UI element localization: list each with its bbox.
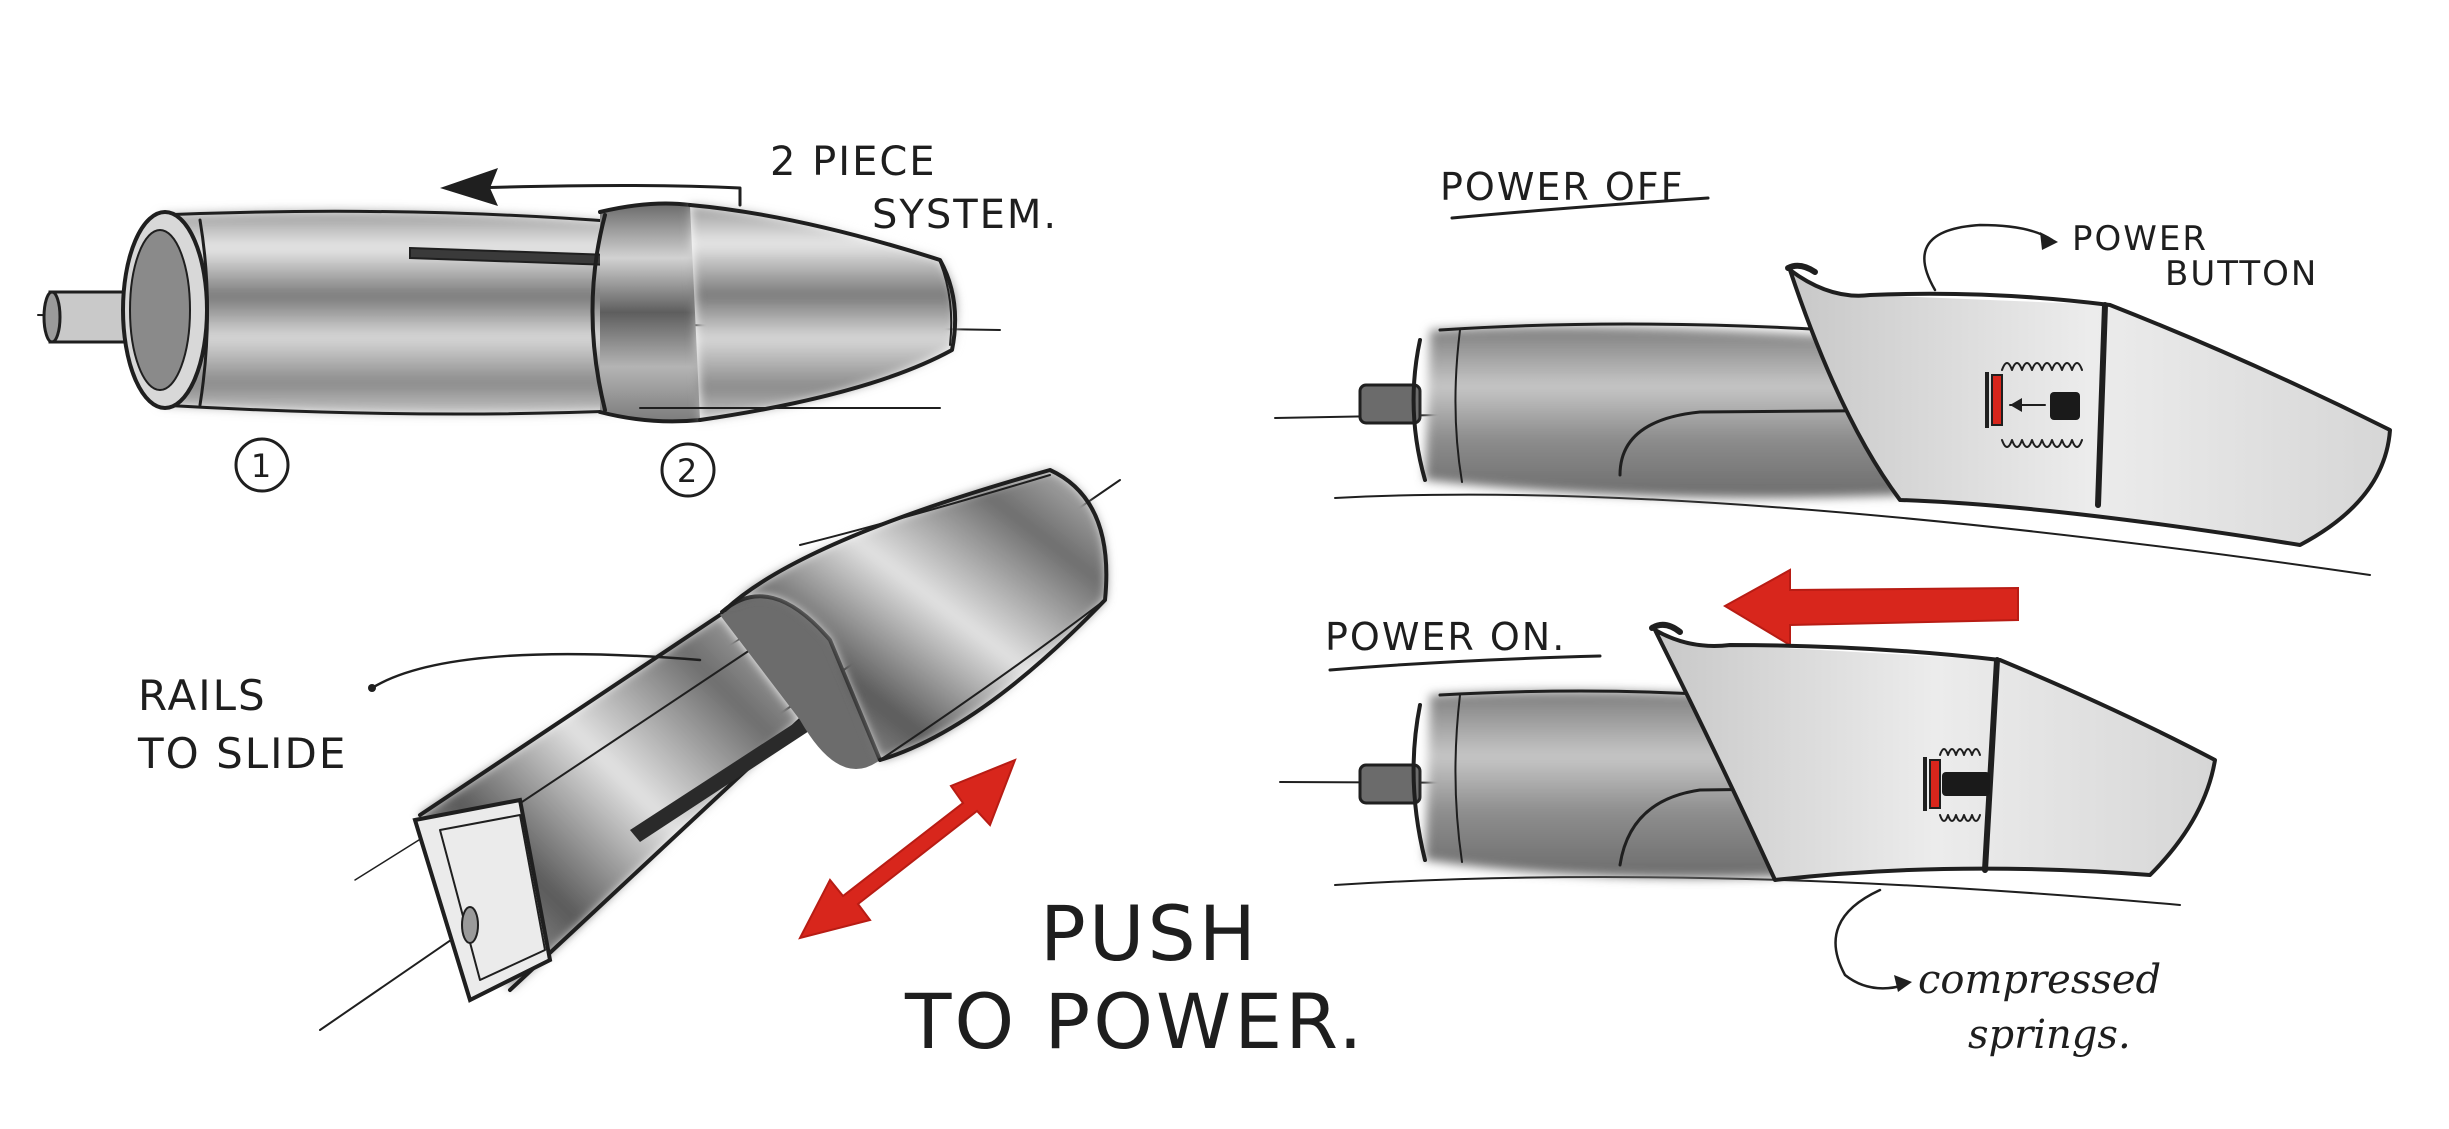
springs-label-line1: compressed xyxy=(1918,957,2161,1003)
power-button-label-line1: POWER xyxy=(2072,219,2208,259)
power-off-sketch xyxy=(1274,223,2392,576)
rails-label-line1: RAILS xyxy=(138,671,267,720)
power-on-title: POWER ON. xyxy=(1325,615,1566,659)
push-to-power-line1: PUSH xyxy=(1040,889,1259,978)
two-piece-label-line1: 2 PIECE xyxy=(770,139,937,185)
rails-sketch xyxy=(319,468,1121,1031)
number-1-circle xyxy=(234,437,290,493)
number-1-label: 1 xyxy=(251,447,273,485)
rails-label-line2: TO SLIDE xyxy=(137,729,347,778)
number-2-label: 2 xyxy=(677,452,699,490)
two-piece-label-line2: SYSTEM. xyxy=(872,192,1058,238)
springs-label-line2: springs. xyxy=(1968,1012,2131,1058)
two-piece-system-sketch: 1 2 xyxy=(37,168,1001,498)
number-2-circle xyxy=(660,442,716,498)
slide-direction-arrow xyxy=(798,758,1017,940)
power-on-sketch xyxy=(1279,621,2217,992)
power-button-label-line2: BUTTON xyxy=(2165,254,2318,294)
push-to-power-line2: TO POWER. xyxy=(904,977,1365,1066)
push-direction-arrow xyxy=(1722,568,2019,647)
